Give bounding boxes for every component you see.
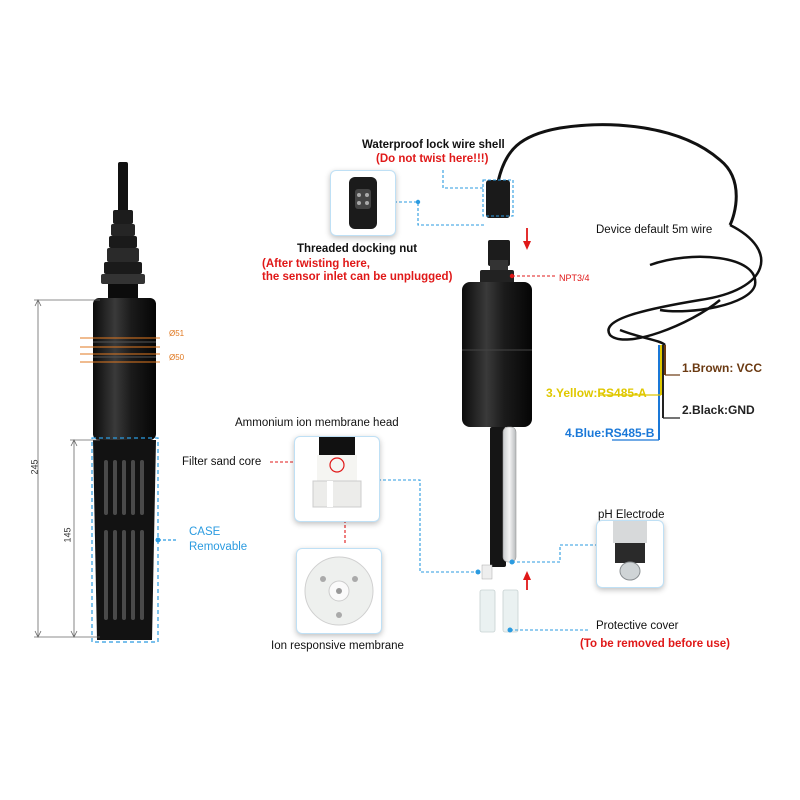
diameter-50-label: Ø50 [169,353,185,362]
connector-thumbnail [330,170,396,236]
case-label: CASE [189,526,221,538]
filter-sand-label: Filter sand core [182,456,262,468]
ph-electrode-label: pH Electrode [598,509,665,521]
npt-label: NPT3/4 [559,273,590,283]
dimension-lines [34,299,100,638]
ion-membrane-label: Ion responsive membrane [271,640,404,652]
diameter-51-label: Ø51 [169,329,185,338]
brown-vcc-label: 1.Brown: VCC [682,361,763,375]
do-not-twist-label: (Do not twist here!!!) [376,153,489,165]
ammonium-head-label: Ammonium ion membrane head [235,417,399,429]
membrane-head-icon [312,437,362,508]
device-wire-label: Device default 5m wire [596,224,713,236]
total-length-label: 245 [29,459,40,475]
left-sensor [80,162,178,643]
membrane-head-thumbnail [294,436,380,522]
remove-before-use-label: (To be removed before use) [580,638,730,650]
black-gnd-label: 2.Black:GND [682,403,755,417]
ph-electrode-icon [613,521,647,581]
protective-cover-label: Protective cover [596,620,679,632]
removable-label: Removable [189,541,248,553]
threaded-nut-label: Threaded docking nut [297,243,418,255]
connector-icon [349,177,377,229]
after-twisting-label-2: the sensor inlet can be unplugged) [262,271,453,283]
ion-membrane-icon [304,556,374,626]
center-sensor [462,123,763,633]
blue-rs485b-label: 4.Blue:RS485-B [565,426,655,440]
ion-membrane-thumbnail [296,548,382,634]
waterproof-lock-label: Waterproof lock wire shell [362,139,505,151]
case-length-label: 145 [62,527,73,543]
after-twisting-label-1: (After twisting here, [262,258,370,270]
yellow-rs485a-label: 3.Yellow:RS485-A [546,386,647,400]
ph-electrode-thumbnail [596,520,664,588]
